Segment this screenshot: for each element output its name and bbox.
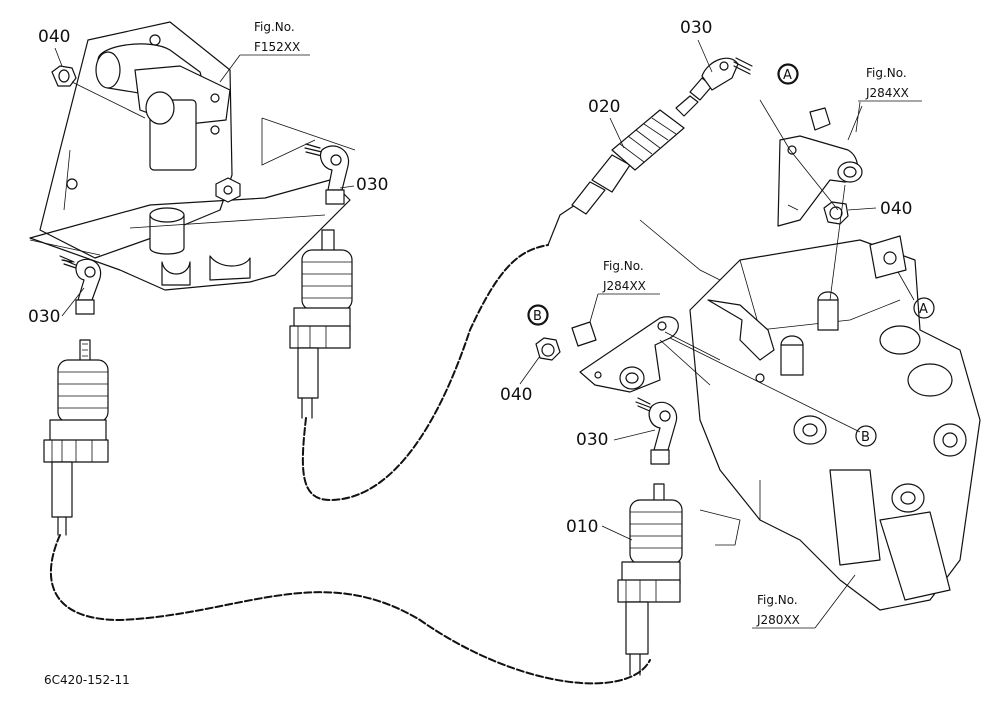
part-label-010: 010 [566, 517, 598, 537]
part-label-040-lower: 040 [500, 385, 532, 405]
fig-label-j284-upper: Fig.No. [866, 66, 907, 80]
fig-label-j284-lower: Fig.No. [603, 259, 644, 273]
fig-number-f152: F152XX [254, 40, 300, 54]
ball-joint-030-left [59, 255, 102, 363]
marker-b-left: B [533, 309, 542, 324]
part-label-030-left: 030 [28, 307, 60, 327]
part-label-040-left: 040 [38, 27, 70, 47]
fig-number-j284-upper: J284XX [865, 86, 909, 100]
cable-boot-center [289, 249, 353, 419]
valve-body [639, 219, 981, 611]
fig-number-j280: J280XX [756, 613, 800, 627]
bracket-j284-lower [528, 305, 721, 393]
fig-label-f152: Fig.No. [254, 20, 295, 34]
part-label-030-top: 030 [680, 18, 712, 38]
nut-040-left [51, 65, 146, 119]
part-label-030-center: 030 [356, 175, 388, 195]
ball-joint-030-lower [635, 397, 678, 503]
leader-a [829, 184, 846, 301]
fig-number-j284-lower: J284XX [602, 279, 646, 293]
fig-label-j280: Fig.No. [757, 593, 798, 607]
ball-joint-030-center [304, 143, 350, 253]
cable-center [301, 244, 549, 502]
cable-boot-left [43, 359, 109, 536]
part-label-040-right: 040 [880, 199, 912, 219]
part-label-030-lower: 030 [576, 430, 608, 450]
marker-a-top: A [783, 68, 792, 83]
marker-a-right: A [919, 302, 928, 317]
drawing-code: 6C420-152-11 [44, 673, 130, 687]
cable-boot-010 [617, 499, 683, 676]
lever-assembly-left [29, 21, 356, 291]
leader-b [669, 337, 861, 433]
part-label-020: 020 [588, 97, 620, 117]
cable-020-assembly [547, 57, 753, 246]
cable-left [49, 534, 651, 685]
marker-b-right: B [861, 430, 870, 445]
bracket-j284-upper [759, 64, 863, 227]
